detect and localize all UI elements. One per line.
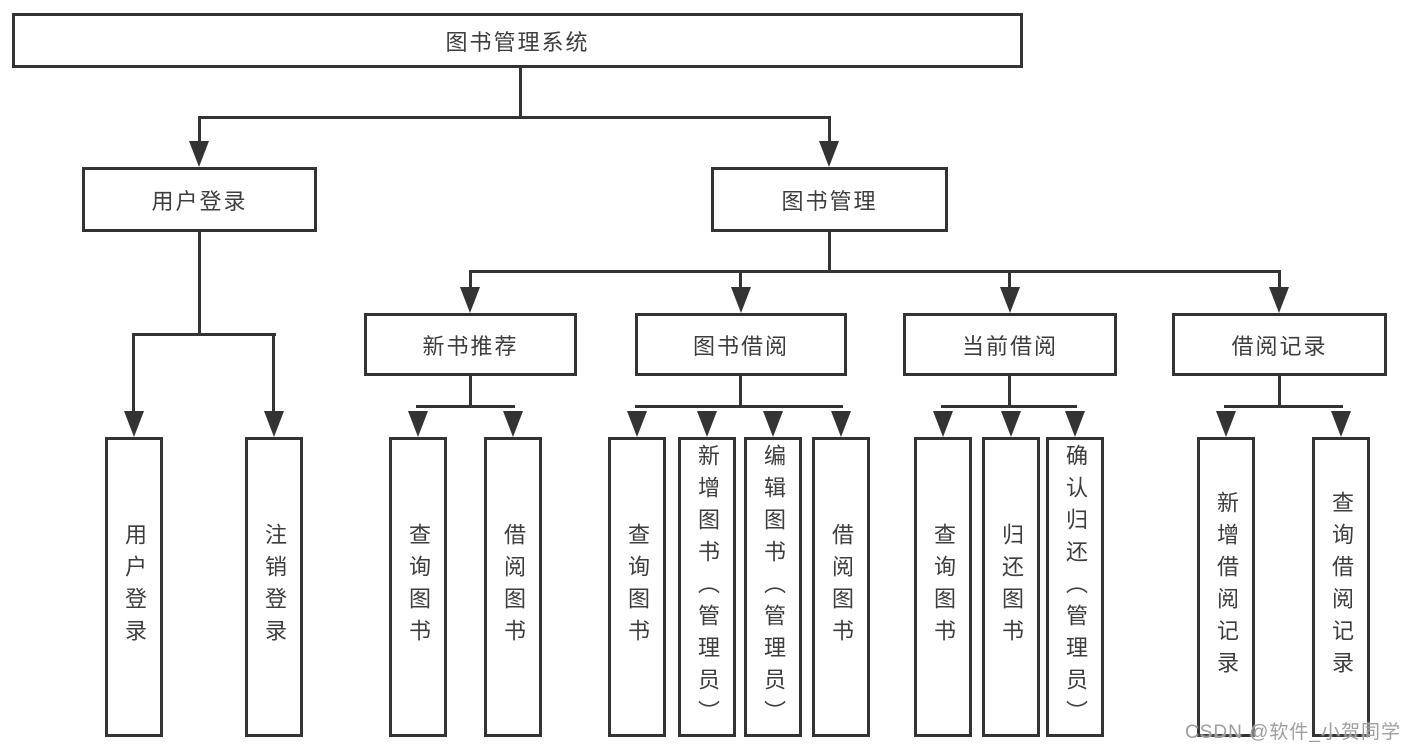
node-borrow-record: 借阅记录 — [1172, 313, 1387, 376]
leaf-record-add: 新增借阅记录 — [1197, 437, 1255, 737]
arrow-down-icon — [819, 141, 839, 167]
connector-rec-stem — [469, 374, 472, 408]
leaf-rec-borrow-book: 借阅图书 — [484, 437, 542, 737]
connector-borrow-stem — [739, 374, 742, 408]
arrow-down-icon — [124, 411, 144, 437]
leaf-logout: 注销登录 — [245, 437, 303, 737]
connector-root-stem — [519, 66, 522, 118]
arrow-down-icon — [460, 287, 480, 313]
watermark: CSDN @软件_小贺同学 — [1185, 722, 1401, 743]
connector-user-login-drop — [198, 116, 201, 144]
leaf-borrow-borrow-book: 借阅图书 — [812, 437, 870, 737]
arrow-down-icon — [1269, 287, 1289, 313]
arrow-down-icon — [731, 287, 751, 313]
connector-new-book-drop — [469, 270, 472, 289]
leaf-borrow-add-book-admin: 新增图书（管理员） — [678, 437, 736, 737]
node-library-management-system: 图书管理系统 — [12, 13, 1023, 68]
connector-borrow-bar — [635, 405, 843, 408]
arrow-down-icon — [189, 141, 209, 167]
arrow-down-icon — [1001, 411, 1021, 437]
arrow-down-icon — [933, 411, 953, 437]
connector-user-login-bar — [132, 333, 276, 336]
leaf-current-query-book: 查询图书 — [914, 437, 972, 737]
arrow-down-icon — [627, 411, 647, 437]
connector-record-stem — [1278, 374, 1281, 408]
arrow-down-icon — [1000, 287, 1020, 313]
arrow-down-icon — [1331, 411, 1351, 437]
connector-user-login-stem — [198, 231, 201, 336]
arrow-down-icon — [763, 411, 783, 437]
leaf-user-login: 用户登录 — [105, 437, 163, 737]
leaf-current-return-book: 归还图书 — [982, 437, 1040, 737]
node-current-borrow: 当前借阅 — [903, 313, 1117, 376]
connector-book-mgmt-stem — [828, 231, 831, 273]
leaf-rec-query-book: 查询图书 — [389, 437, 447, 737]
arrow-down-icon — [503, 411, 523, 437]
connector-logout-drop — [272, 333, 275, 413]
connector-current-stem — [1008, 374, 1011, 408]
connector-record-bar — [1224, 405, 1343, 408]
arrow-down-icon — [1065, 411, 1085, 437]
connector-book-mgmt-drop — [828, 116, 831, 144]
connector-current-borrow-drop — [1008, 270, 1011, 289]
connector-level2-bar — [198, 116, 831, 119]
leaf-borrow-query-book: 查询图书 — [608, 437, 666, 737]
leaf-record-query: 查询借阅记录 — [1312, 437, 1370, 737]
arrow-down-icon — [408, 411, 428, 437]
node-book-borrow: 图书借阅 — [635, 313, 847, 376]
arrow-down-icon — [697, 411, 717, 437]
connector-login-drop — [132, 333, 135, 413]
leaf-borrow-edit-book-admin: 编辑图书（管理员） — [744, 437, 802, 737]
connector-rec-bar — [416, 405, 515, 408]
connector-book-borrow-drop — [739, 270, 742, 289]
node-new-book-recommend: 新书推荐 — [364, 313, 577, 376]
connector-current-bar — [941, 405, 1077, 408]
leaf-current-confirm-return-admin: 确认归还（管理员） — [1046, 437, 1104, 737]
connector-borrow-record-drop — [1278, 270, 1281, 289]
arrow-down-icon — [264, 411, 284, 437]
connector-level3-bar — [469, 270, 1281, 273]
node-book-management: 图书管理 — [711, 167, 948, 232]
node-user-login: 用户登录 — [82, 167, 317, 232]
arrow-down-icon — [1216, 411, 1236, 437]
arrow-down-icon — [831, 411, 851, 437]
